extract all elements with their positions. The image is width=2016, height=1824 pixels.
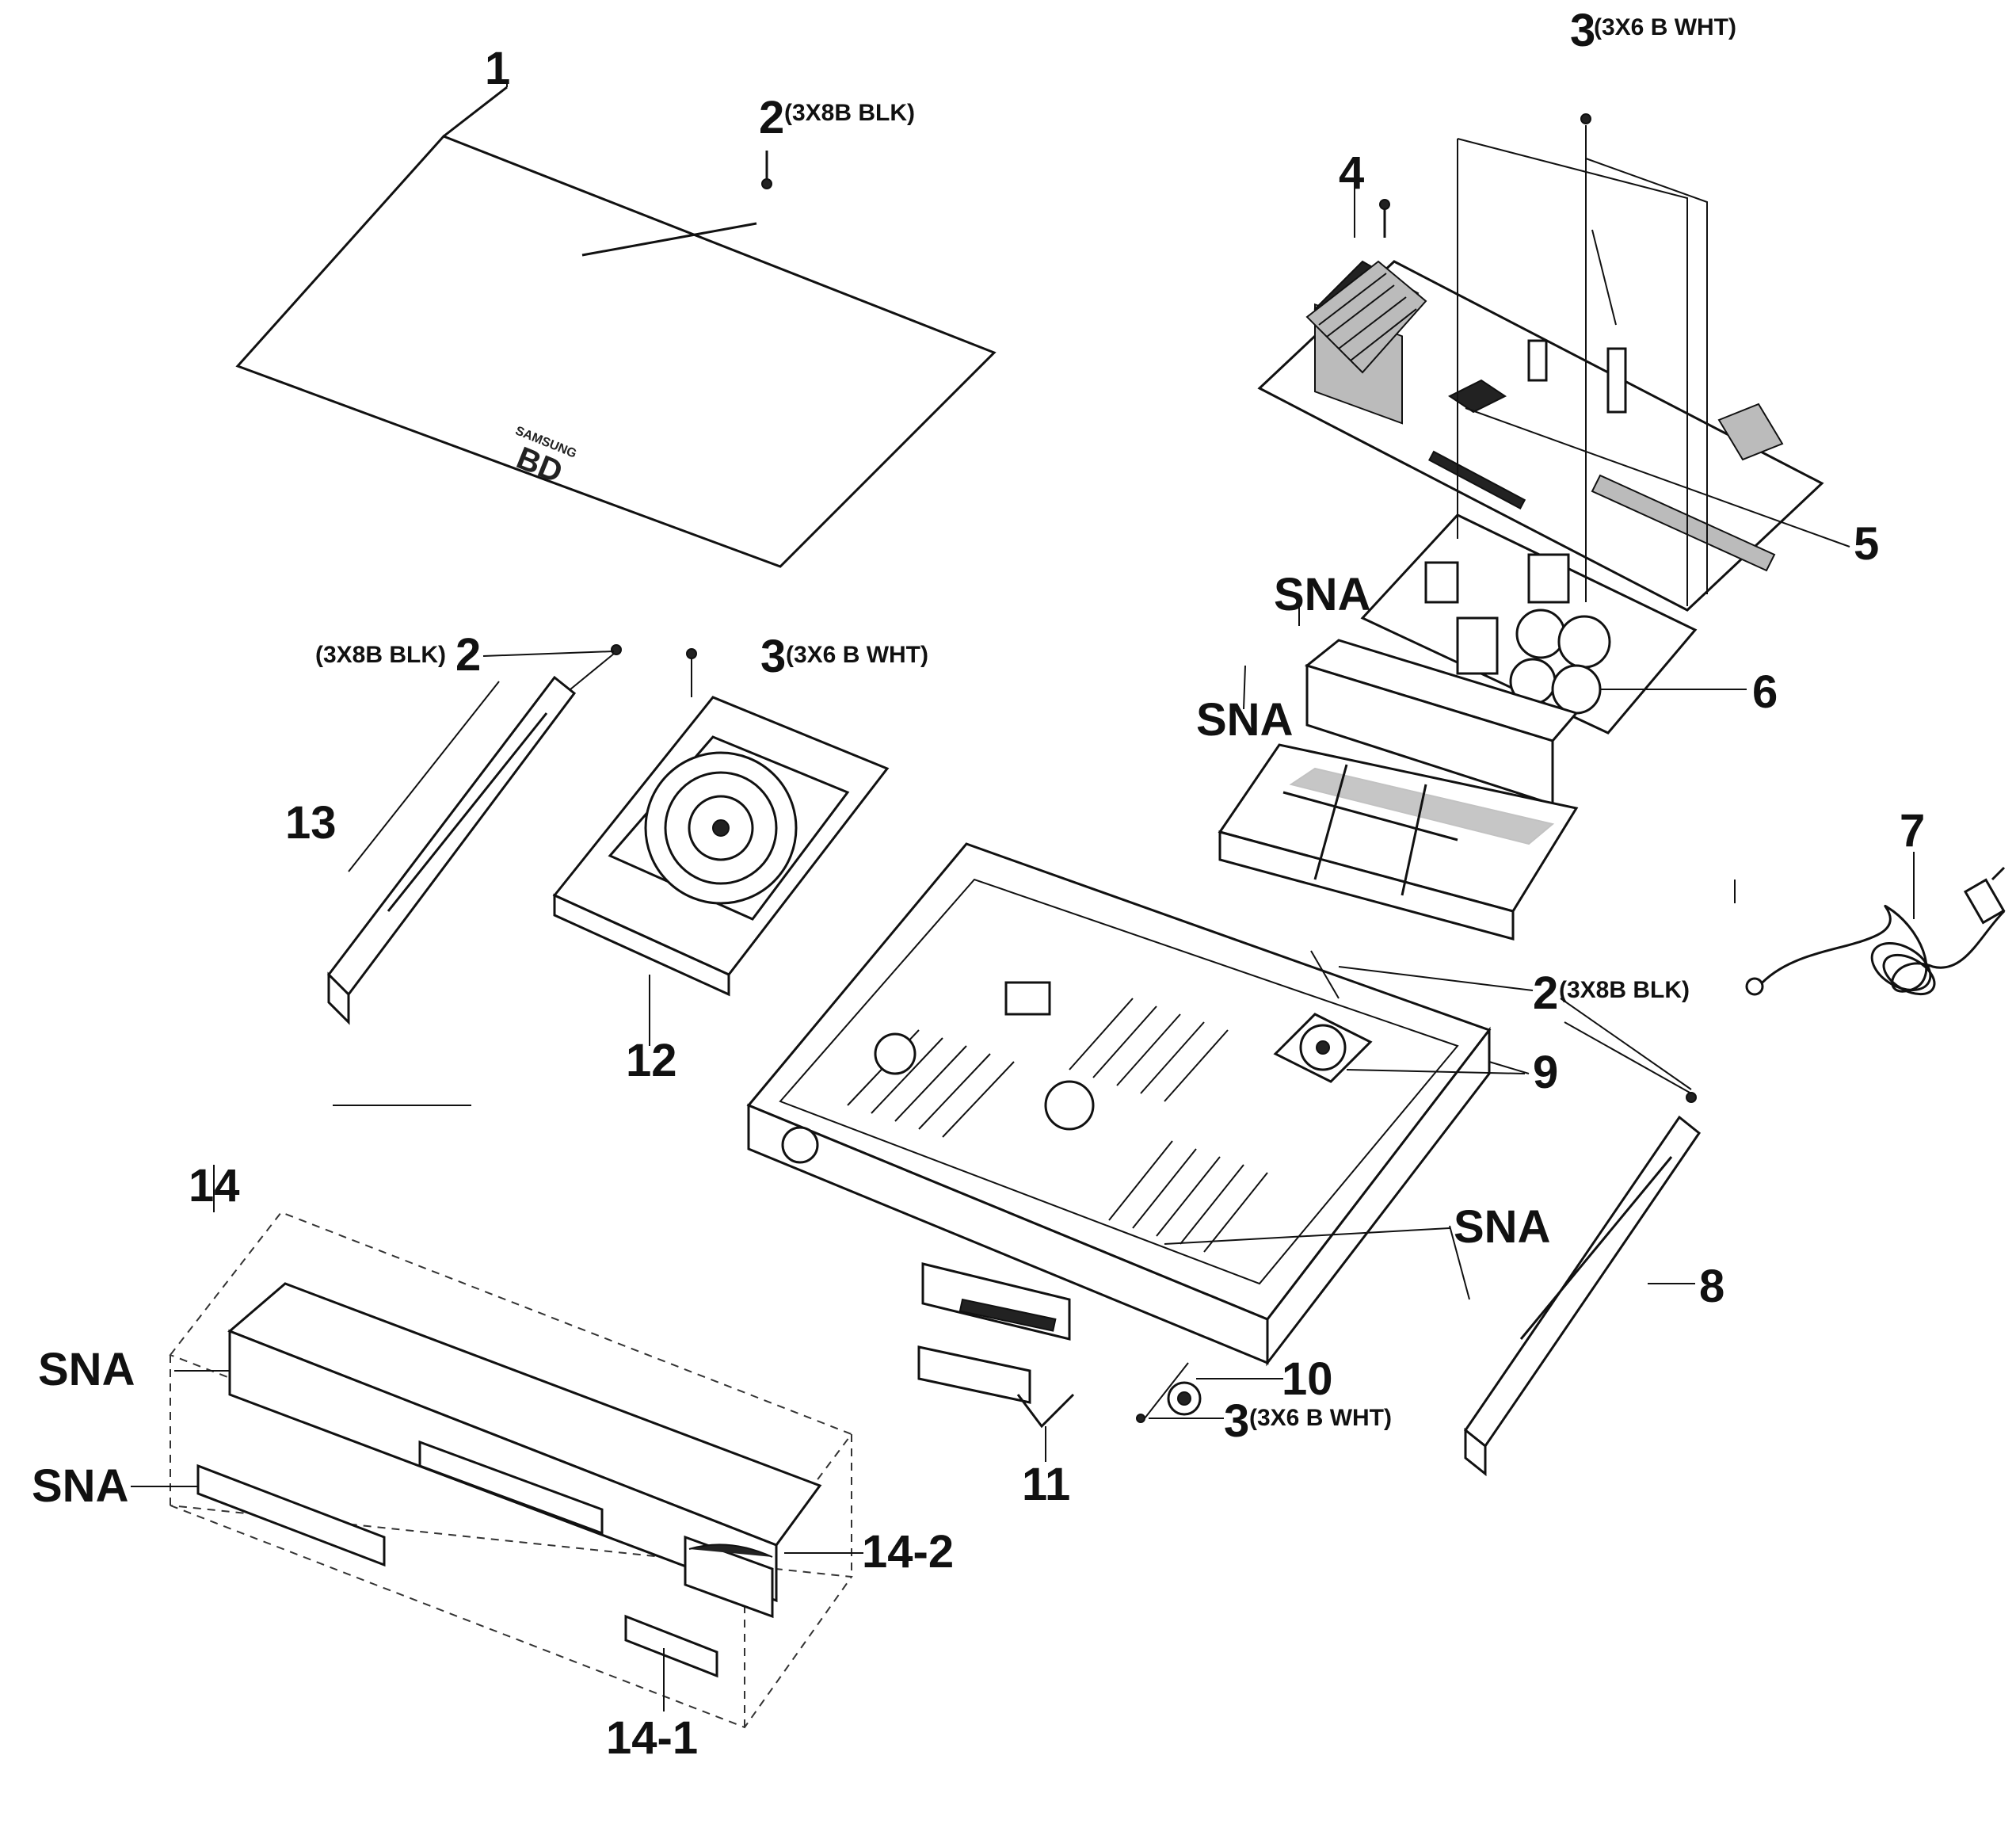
label-part-2-mid-spec: (3X8B BLK) (1559, 977, 1690, 1003)
label-part-11: 11 (1022, 1459, 1071, 1510)
label-part-12: 12 (626, 1035, 677, 1086)
label-part-8: 8 (1699, 1261, 1725, 1312)
label-part-13: 13 (285, 797, 337, 849)
leader-lines (131, 79, 1915, 1711)
label-part-2-left: 2 (455, 629, 482, 681)
main-chassis (746, 842, 1492, 1367)
label-part-3-top: 3 (1570, 5, 1596, 56)
label-part-2-top-spec: (3X8B BLK) (784, 100, 916, 126)
part-14-front-panel (169, 1211, 853, 1729)
label-part-1: 1 (485, 43, 511, 94)
label-part-10: 10 (1282, 1353, 1333, 1405)
label-part-14-2: 14-2 (862, 1526, 955, 1578)
part-4-5-main-board (1257, 199, 1824, 612)
label-part-4: 4 (1339, 147, 1365, 199)
part-13-left-panel (327, 644, 622, 1025)
label-sna-5: SNA (32, 1460, 129, 1512)
label-part-14: 14 (189, 1160, 240, 1212)
part-6-power-board (1360, 513, 1698, 735)
label-part-2-mid: 2 (1533, 967, 1559, 1019)
label-sna-4: SNA (38, 1344, 135, 1395)
label-part-5: 5 (1854, 518, 1880, 570)
guide-lines-top (1457, 138, 1708, 606)
label-part-3-mid-spec: (3X6 B WHT) (786, 642, 928, 668)
label-part-7: 7 (1900, 805, 1926, 857)
screw-2-top (761, 151, 772, 189)
label-part-3-mid: 3 (760, 631, 787, 682)
label-sna-3: SNA (1454, 1201, 1551, 1253)
part-9-fan (1273, 950, 1373, 1083)
label-part-14-1: 14-1 (606, 1712, 699, 1764)
label-sna-1: SNA (1274, 569, 1371, 620)
label-part-6: 6 (1752, 666, 1778, 718)
part-1-top-cover (235, 86, 997, 568)
label-part-9: 9 (1533, 1047, 1559, 1098)
label-part-3-bot-spec: (3X6 B WHT) (1249, 1405, 1392, 1431)
part-7-power-cord (1745, 866, 2006, 996)
label-part-2-top: 2 (759, 92, 785, 143)
part-8-right-panel (1463, 1021, 1702, 1477)
part-11-front-board (917, 1262, 1075, 1429)
label-part-2-left-spec: (3X8B BLK) (315, 642, 447, 668)
part-12-disc-drive (552, 648, 890, 1046)
label-part-3-top-spec: (3X6 B WHT) (1594, 14, 1736, 40)
screw-3-top (1580, 113, 1591, 602)
label-part-3-bot: 3 (1224, 1395, 1250, 1447)
label-sna-2: SNA (1196, 694, 1294, 746)
part-10-knob (1136, 1362, 1202, 1423)
sna-tray (1218, 743, 1579, 941)
